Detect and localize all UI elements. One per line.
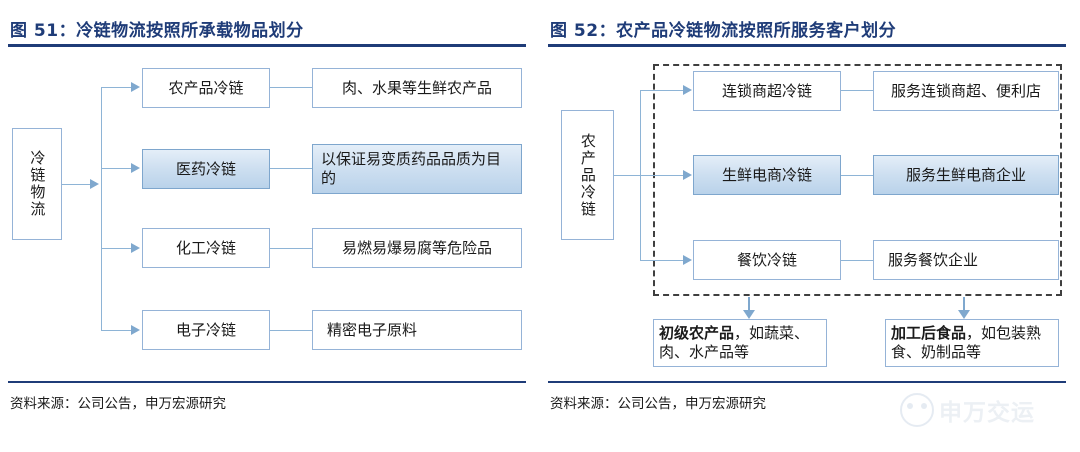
connector-service-1 — [841, 90, 873, 91]
connector-branch-3 — [101, 248, 133, 249]
node-output-2: 加工后食品，如包装熟食、奶制品等 — [885, 319, 1059, 367]
arrow-branch-r1-icon — [683, 85, 692, 95]
node-customer-2: 生鲜电商冷链 — [693, 155, 841, 195]
node-output-1: 初级农产品，如蔬菜、肉、水产品等 — [653, 319, 827, 367]
figure-left-source-rule — [8, 381, 526, 383]
connector-branch-2 — [101, 168, 133, 169]
node-customer-3: 餐饮冷链 — [693, 240, 841, 280]
node-detail-3: 易燃易爆易腐等危险品 — [312, 228, 522, 268]
connector-service-2 — [841, 175, 873, 176]
node-output-1-rest: ，如蔬菜、肉、水产品等 — [659, 324, 810, 361]
arrow-root-stem-icon — [90, 179, 99, 189]
node-detail-2: 以保证易变质药品品质为目的 — [312, 144, 522, 194]
node-service-3: 服务餐饮企业 — [873, 240, 1059, 280]
connector-spine-left — [101, 87, 102, 330]
node-detail-4: 精密电子原料 — [312, 310, 522, 350]
node-output-1-bold: 初级农产品 — [659, 324, 735, 343]
connector-output-2 — [963, 297, 965, 311]
figure-panel-left: 图 51：冷链物流按照所承载物品划分 冷链物流 农产品冷链 肉、水果等生鲜农产品… — [0, 21, 540, 412]
grouping-dashed-box — [653, 64, 1062, 296]
figure-right-title: 图 52：农产品冷链物流按照所服务客户划分 — [550, 21, 897, 41]
connector-detail-2 — [270, 168, 312, 169]
connector-service-3 — [841, 260, 873, 261]
arrow-output-1-icon — [743, 310, 755, 319]
node-category-4: 电子冷链 — [142, 310, 270, 350]
connector-detail-3 — [270, 248, 312, 249]
arrow-branch-r2-icon — [683, 170, 692, 180]
connector-branch-1 — [101, 87, 133, 88]
arrow-branch-3-icon — [131, 243, 140, 253]
connector-branch-r2 — [640, 175, 685, 176]
connector-detail-4 — [270, 330, 312, 331]
node-root-left: 冷链物流 — [12, 128, 62, 240]
figure-panel-right: 图 52：农产品冷链物流按照所服务客户划分 农产品冷链 连锁商超冷链 服务连锁商… — [540, 0, 1080, 452]
node-category-2: 医药冷链 — [142, 149, 270, 189]
figure-left-title: 图 51：冷链物流按照所承载物品划分 — [10, 21, 304, 41]
figure-left-diagram: 冷链物流 农产品冷链 肉、水果等生鲜农产品 医药冷链 以保证易变质药品品质为目的… — [0, 48, 540, 378]
arrow-branch-1-icon — [131, 82, 140, 92]
connector-branch-r3 — [640, 260, 685, 261]
figure-right-title-rule — [548, 44, 1066, 47]
node-customer-1: 连锁商超冷链 — [693, 71, 841, 111]
node-service-2: 服务生鲜电商企业 — [873, 155, 1059, 195]
node-service-1: 服务连锁商超、便利店 — [873, 71, 1059, 111]
node-output-2-rest: ，如包装熟食、奶制品等 — [891, 324, 1042, 361]
node-category-1: 农产品冷链 — [142, 68, 270, 108]
connector-branch-4 — [101, 330, 133, 331]
figure-right-source: 资料来源：公司公告，申万宏源研究 — [550, 396, 766, 412]
node-output-2-bold: 加工后食品 — [891, 324, 967, 343]
connector-detail-1 — [270, 87, 312, 88]
connector-root-stem-right — [614, 175, 640, 176]
arrow-branch-r3-icon — [683, 255, 692, 265]
node-category-3: 化工冷链 — [142, 228, 270, 268]
arrow-output-2-icon — [958, 310, 970, 319]
connector-root-stem — [62, 184, 90, 185]
node-root-right: 农产品冷链 — [561, 110, 614, 240]
arrow-branch-2-icon — [131, 163, 140, 173]
connector-output-1 — [748, 297, 750, 311]
figure-left-title-rule — [8, 44, 526, 47]
node-detail-1: 肉、水果等生鲜农产品 — [312, 68, 522, 108]
figure-right-diagram: 农产品冷链 连锁商超冷链 服务连锁商超、便利店 生鲜电商冷链 服务生鲜电商企业 … — [540, 48, 1080, 378]
figure-left-source: 资料来源：公司公告，申万宏源研究 — [10, 396, 226, 412]
arrow-branch-4-icon — [131, 325, 140, 335]
connector-branch-r1 — [640, 90, 685, 91]
figure-right-source-rule — [548, 381, 1066, 383]
